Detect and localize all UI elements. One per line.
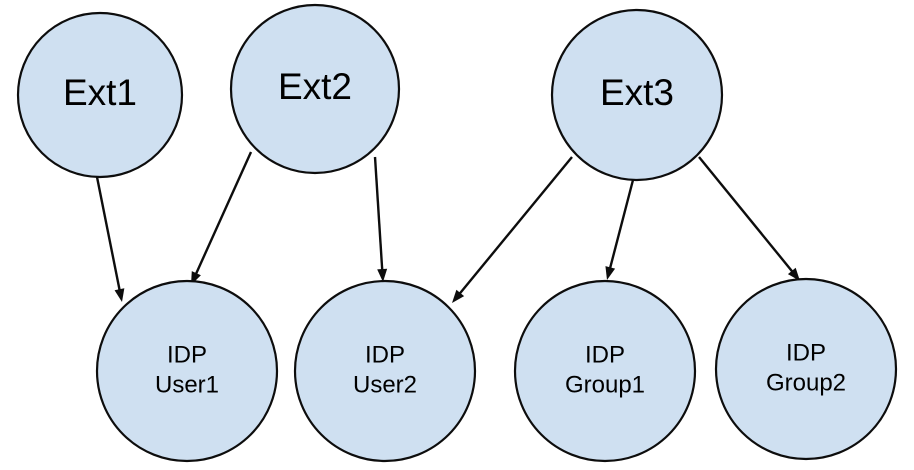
arrowhead-icon — [377, 268, 388, 282]
edge-ext3-to-idp-user2 — [452, 156, 573, 303]
node-circle-ext3[interactable] — [550, 8, 724, 182]
node-label-idp-user1: IDP — [167, 341, 207, 368]
node-ext2[interactable]: Ext2 — [229, 3, 401, 175]
node-idp-group1[interactable]: IDP Group1 — [513, 279, 697, 463]
node-label-idp-group1: IDP — [585, 341, 625, 368]
edge-ext3-to-idp-group2 — [698, 156, 800, 281]
arrowhead-icon — [452, 289, 465, 303]
node-circle-idp-group2[interactable] — [714, 277, 898, 461]
node-label-idp-group2: Group2 — [766, 369, 846, 396]
edge-ext3-to-idp-group1 — [605, 179, 635, 280]
node-label-idp-group2: IDP — [786, 339, 826, 366]
node-idp-user1[interactable]: IDP User1 — [95, 279, 279, 463]
edge-line — [373, 156, 384, 272]
node-circle-idp-group1[interactable] — [513, 279, 697, 463]
edge-line — [194, 151, 253, 276]
edges-layer — [95, 151, 800, 303]
node-ext1[interactable]: Ext1 — [16, 11, 184, 179]
edge-line — [458, 156, 573, 296]
edge-ext1-to-idp-user1 — [95, 176, 125, 302]
edge-line — [698, 156, 794, 274]
node-label-ext1: Ext1 — [63, 72, 137, 113]
arrowhead-icon — [605, 266, 616, 280]
node-idp-user2[interactable]: IDP User2 — [293, 279, 477, 463]
edge-line — [95, 176, 122, 292]
node-circle-idp-user1[interactable] — [95, 279, 279, 463]
node-idp-group2[interactable]: IDP Group2 — [714, 277, 898, 461]
node-circle-ext2[interactable] — [229, 3, 401, 175]
node-label-idp-group1: Group1 — [565, 371, 645, 398]
node-label-ext3: Ext3 — [600, 72, 674, 113]
node-label-idp-user1: User1 — [155, 371, 219, 398]
node-circle-ext1[interactable] — [16, 11, 184, 179]
node-label-idp-user2: User2 — [353, 371, 417, 398]
edge-ext2-to-idp-user2 — [373, 156, 388, 282]
edge-ext2-to-idp-user1 — [191, 151, 253, 285]
node-ext3[interactable]: Ext3 — [550, 8, 724, 182]
node-label-idp-user2: IDP — [365, 341, 405, 368]
edge-line — [608, 179, 635, 270]
arrowhead-icon — [787, 267, 800, 281]
arrowhead-icon — [114, 288, 125, 302]
node-label-ext2: Ext2 — [278, 66, 352, 107]
node-circle-idp-user2[interactable] — [293, 279, 477, 463]
